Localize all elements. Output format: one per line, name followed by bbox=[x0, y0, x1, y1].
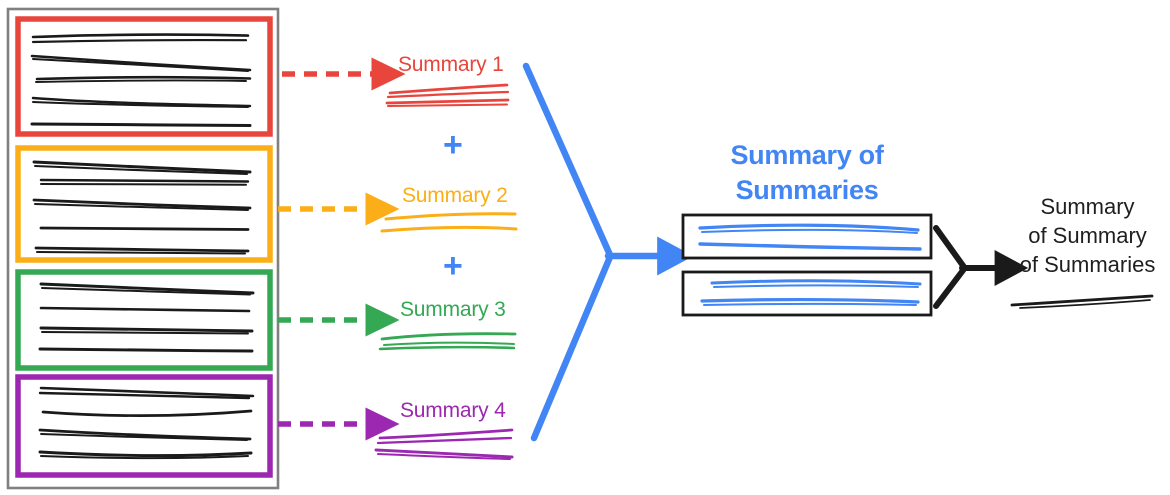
sos-box-2-lines bbox=[700, 279, 922, 306]
group-3-text-lines bbox=[38, 282, 255, 353]
summary-2-label: Summary 2 bbox=[402, 184, 508, 207]
final-output-lines bbox=[1010, 294, 1154, 309]
summary-4-label: Summary 4 bbox=[400, 399, 506, 422]
summary-of-summaries-title: Summary of Summaries bbox=[682, 138, 932, 207]
plus-icon-1: + bbox=[443, 126, 463, 164]
plus-icon-2: + bbox=[443, 247, 463, 285]
summary-1-lines bbox=[385, 83, 510, 107]
summary-2-lines bbox=[380, 212, 518, 233]
source-group-4[interactable] bbox=[15, 374, 273, 478]
summary-3-label: Summary 3 bbox=[400, 298, 506, 321]
group-2-text-lines bbox=[32, 160, 252, 255]
final-title-line-2: of Summary bbox=[1028, 223, 1147, 249]
final-output-title: Summary of Summary of Summaries bbox=[1005, 192, 1170, 279]
arrow-merge-black bbox=[933, 225, 1029, 309]
summary-3-lines bbox=[378, 332, 517, 351]
final-title-line-1: Summary bbox=[1040, 194, 1135, 219]
source-documents-container bbox=[6, 7, 280, 490]
group-4-text-lines bbox=[38, 386, 255, 460]
sos-box-1-lines bbox=[698, 223, 922, 251]
sos-title-line-1: Summary of bbox=[730, 140, 884, 170]
group-1-text-lines bbox=[30, 33, 252, 127]
sos-title-line-2: Summaries bbox=[735, 174, 879, 205]
summary-4-lines bbox=[374, 428, 514, 460]
arrow-merge-blue bbox=[522, 62, 694, 442]
sos-box-2[interactable] bbox=[681, 270, 933, 317]
source-group-1[interactable] bbox=[15, 16, 273, 137]
final-title-line-3: of Summaries bbox=[1019, 252, 1156, 278]
sos-box-1[interactable] bbox=[681, 213, 933, 260]
summary-1-label: Summary 1 bbox=[398, 53, 504, 76]
source-group-2[interactable] bbox=[15, 145, 273, 263]
source-group-3[interactable] bbox=[15, 269, 273, 371]
